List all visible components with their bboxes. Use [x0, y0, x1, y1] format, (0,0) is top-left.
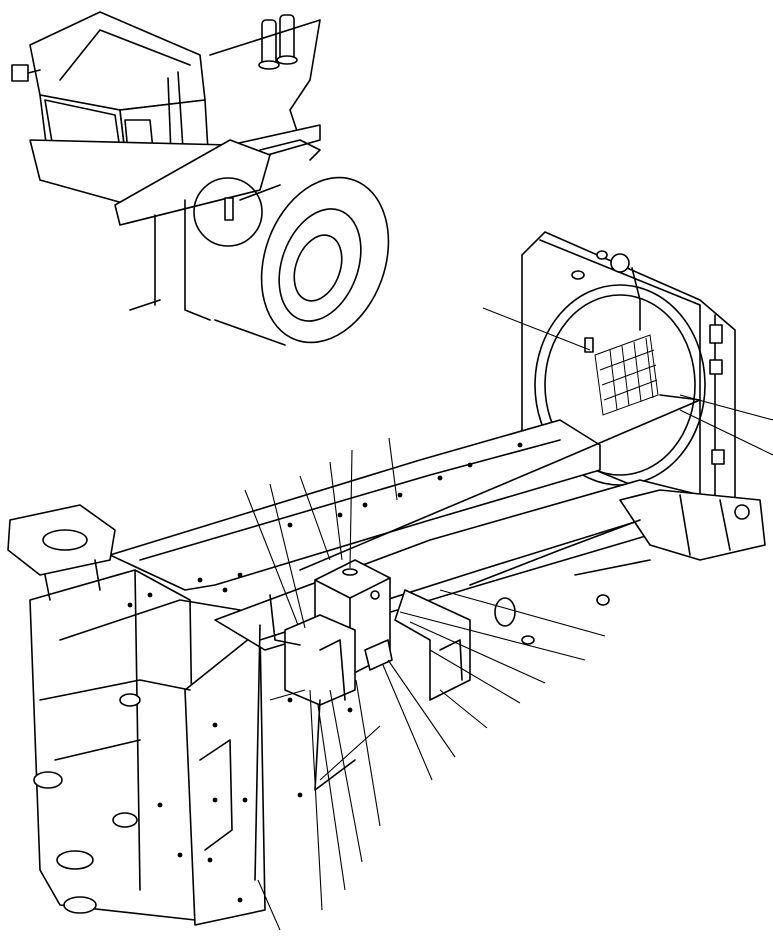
machine-inset — [11, 11, 390, 346]
pipe-bracket — [254, 594, 356, 881]
callout-leaders — [244, 307, 773, 931]
rear-body — [29, 124, 321, 321]
exhaust-stacks — [209, 14, 321, 141]
radiator-grille — [594, 334, 659, 416]
location-callout-circle — [193, 177, 263, 247]
rear-tire — [214, 176, 390, 346]
mounting-bracket — [394, 589, 471, 701]
frame-bolt-holes — [127, 442, 523, 903]
